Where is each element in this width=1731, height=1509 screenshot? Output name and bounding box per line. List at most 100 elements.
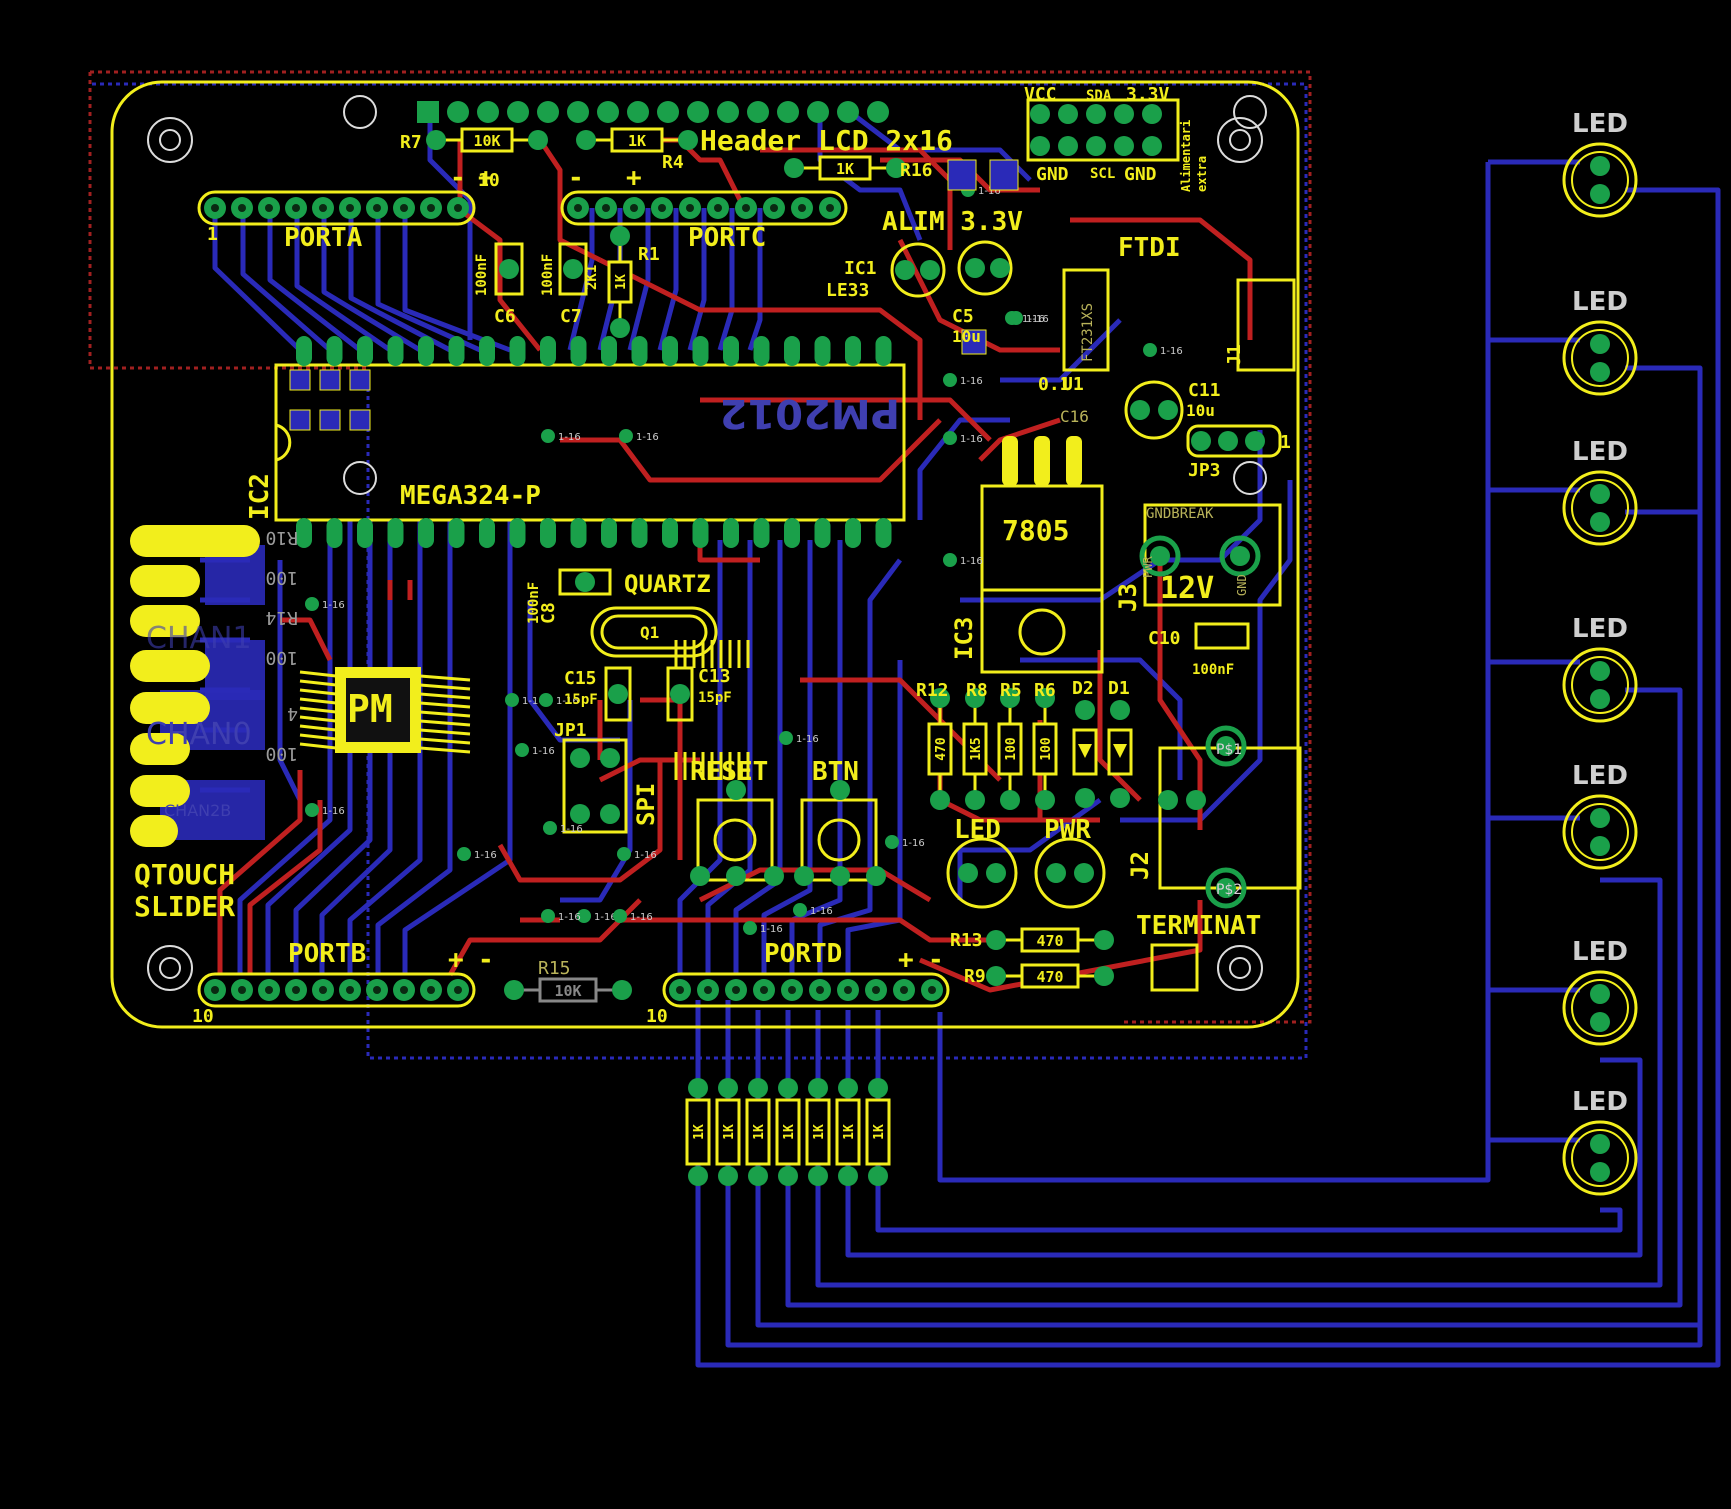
r13-body xyxy=(1020,927,1080,953)
r7-body xyxy=(460,127,514,153)
jp3-pin1: 1 xyxy=(1280,432,1291,453)
qfn-leg-right xyxy=(419,719,471,727)
external-led-pad-b xyxy=(1590,836,1610,856)
mcu-ic2-outline xyxy=(274,363,906,522)
porta-minus: - xyxy=(450,163,466,193)
pad xyxy=(1230,546,1250,566)
porta-header-outline xyxy=(197,190,476,226)
r13-pad-a xyxy=(986,930,1006,950)
ic1-label: IC1 xyxy=(844,258,877,279)
via-pad xyxy=(1005,311,1019,325)
external-led-pad-b xyxy=(1590,184,1610,204)
ext-resistor-value: 1K xyxy=(782,1124,797,1140)
d1-label: D1 xyxy=(1108,678,1130,699)
pad xyxy=(920,260,940,280)
side-100b: 100 xyxy=(265,647,298,668)
mcu-top-pin xyxy=(723,336,739,366)
vcc-label: VCC xyxy=(1024,84,1057,105)
portc-label: PORTC xyxy=(688,223,766,253)
r7-label: R7 xyxy=(400,132,422,153)
qfn-leg-left xyxy=(299,670,337,678)
mcu-bottom-pin xyxy=(631,518,648,548)
pad xyxy=(1191,431,1211,451)
c7-label: C7 xyxy=(560,306,582,327)
scl-label: SCL xyxy=(1090,166,1115,182)
ext-resistor-body xyxy=(715,1098,741,1166)
pad xyxy=(1158,400,1178,420)
diode-symbol xyxy=(1113,744,1127,758)
d2-label: D2 xyxy=(1072,678,1094,699)
ext-resistor-value: 1K xyxy=(722,1124,737,1140)
mcu-bottom-pin xyxy=(418,518,434,548)
external-led-pad-a xyxy=(1590,808,1610,828)
mcu-top-pin xyxy=(479,336,495,366)
via-pad xyxy=(541,429,555,443)
c8-label: C8 xyxy=(538,602,559,624)
j3-label: J3 xyxy=(1114,583,1142,612)
portc-header-pin-hole xyxy=(770,204,778,212)
diode-pad-a xyxy=(1075,700,1095,720)
external-led-inner xyxy=(1571,151,1629,209)
diode-pad-b xyxy=(1075,788,1095,808)
c10-value: 100nF xyxy=(1192,662,1234,678)
j2-ps1: P$1 xyxy=(1216,742,1242,758)
ext-resistor-body xyxy=(805,1098,831,1166)
r6-value: 100 xyxy=(1039,737,1054,761)
portc-header-pin-hole xyxy=(574,204,582,212)
via-pad xyxy=(543,821,557,835)
portc-header-pin-hole xyxy=(826,204,834,212)
porta-label: PORTA xyxy=(284,223,363,253)
u1-cap: 0.1 xyxy=(1038,374,1071,395)
mcu-bottom-pin xyxy=(662,518,678,548)
via-pad xyxy=(541,909,555,923)
lcd-header-pin-square xyxy=(417,101,439,123)
pad xyxy=(1030,136,1050,156)
external-led-outline xyxy=(1562,647,1638,723)
r8-label: R8 xyxy=(966,680,988,701)
pad xyxy=(1114,136,1134,156)
pad xyxy=(600,748,620,768)
external-led-pad-a xyxy=(1590,661,1610,681)
porta-header-pin-hole xyxy=(373,204,381,212)
qfn-leg-right xyxy=(419,692,471,700)
board-outline xyxy=(110,80,1300,1029)
jp1-label: JP1 xyxy=(554,720,587,741)
via-pad xyxy=(743,921,757,935)
pad xyxy=(1216,878,1236,898)
ic3-label: IC3 xyxy=(950,617,978,660)
r5-pad-a xyxy=(1000,688,1020,708)
via-label: 1-16 xyxy=(902,838,925,849)
portb-minus: - xyxy=(478,945,494,975)
r12-value: 470 xyxy=(934,737,949,761)
external-led-pad-b xyxy=(1590,689,1610,709)
c6-value: 100nF xyxy=(474,254,490,296)
via-pad xyxy=(885,835,899,849)
external-led-pad-b xyxy=(1590,1162,1610,1182)
r13-value: 470 xyxy=(1036,932,1063,950)
r12-label: R12 xyxy=(916,680,949,701)
external-led-outline xyxy=(1562,794,1638,870)
r16-label: R16 xyxy=(900,160,933,181)
regulator-pins xyxy=(1002,436,1082,486)
lcd-header-pin xyxy=(807,101,829,123)
r4-value: 1K xyxy=(628,132,646,150)
pwr-pad-label: PWR xyxy=(1141,556,1155,578)
pad xyxy=(570,748,590,768)
mcu-bottom-pin xyxy=(570,518,587,548)
ext-resistor-value: 1K xyxy=(812,1124,827,1140)
portd-header-pin-hole xyxy=(900,986,908,994)
mcu-top-pin xyxy=(387,336,404,366)
chip-logo: PM xyxy=(347,687,393,731)
portd-header-pin-hole xyxy=(760,986,768,994)
pin-headers xyxy=(197,190,950,1008)
lcd-header-pin xyxy=(747,101,769,123)
r9-pad-b xyxy=(1094,966,1114,986)
c15-label: C15 xyxy=(564,668,597,689)
mcu-bottom-pin xyxy=(448,518,465,548)
r7-value: 10K xyxy=(473,132,500,150)
portb-header-pin-hole xyxy=(373,986,381,994)
portb-pin10: 10 xyxy=(192,1006,214,1027)
via-label: 1-16 xyxy=(630,912,653,923)
pad xyxy=(1086,136,1106,156)
portc-minus: - xyxy=(568,163,584,193)
